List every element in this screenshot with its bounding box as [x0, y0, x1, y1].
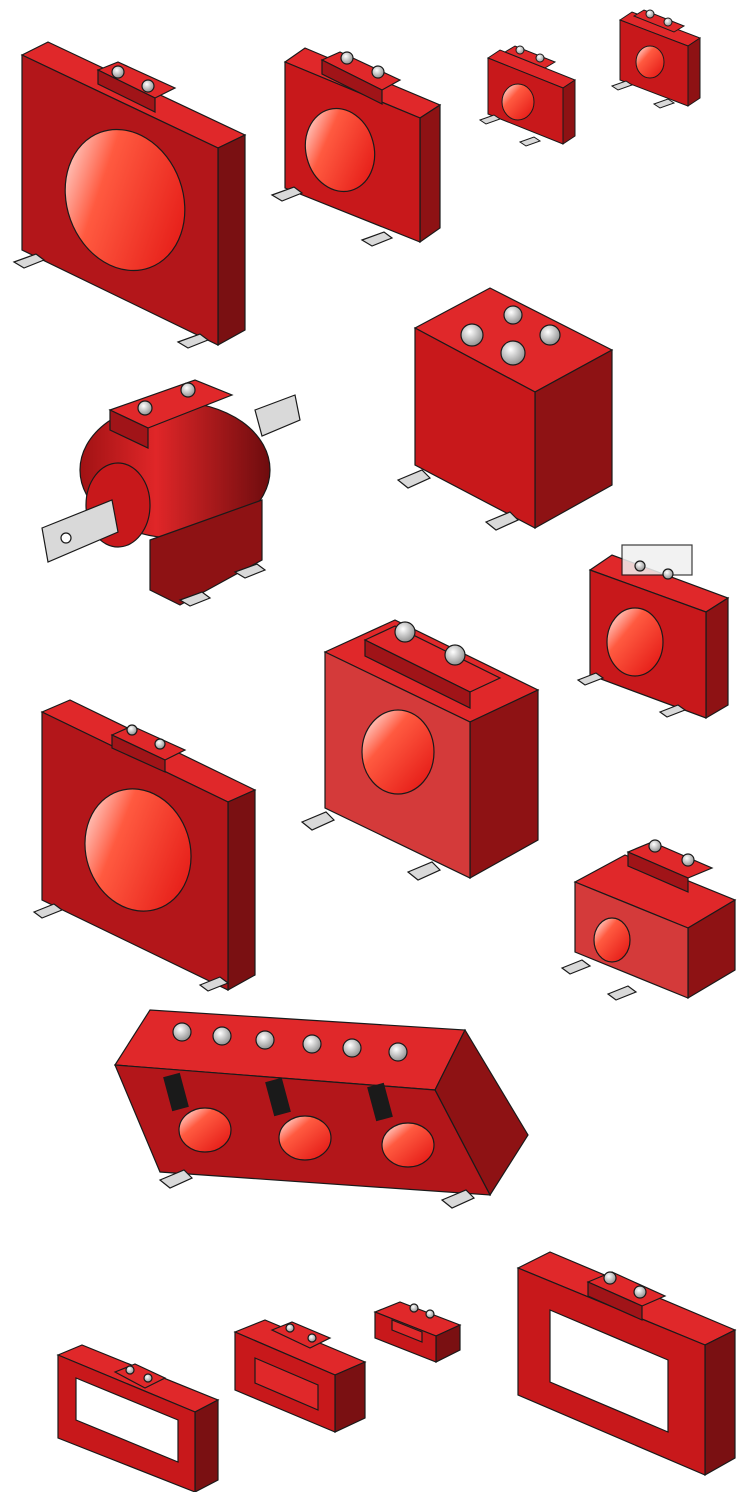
- round-window-ct-medium: [270, 47, 442, 247]
- busbar-ct: [41, 379, 301, 607]
- rectangular-window-ct-2: [233, 1319, 367, 1433]
- round-window-ct-large: [12, 41, 247, 349]
- round-window-ct-thin: [32, 699, 257, 992]
- round-window-ct-box: [300, 619, 540, 881]
- rectangular-window-ct-3: [373, 1301, 462, 1363]
- round-window-ct-compact: [560, 839, 737, 1001]
- three-phase-ct: [113, 1009, 529, 1209]
- rectangular-window-ct-1: [56, 1344, 220, 1492]
- rectangular-window-ct-4: [516, 1251, 737, 1477]
- round-window-ct-tiny: [610, 9, 702, 109]
- block-ct-four-terminals: [396, 287, 614, 531]
- covered-terminal-ct: [576, 544, 730, 720]
- round-window-ct-small: [478, 45, 577, 147]
